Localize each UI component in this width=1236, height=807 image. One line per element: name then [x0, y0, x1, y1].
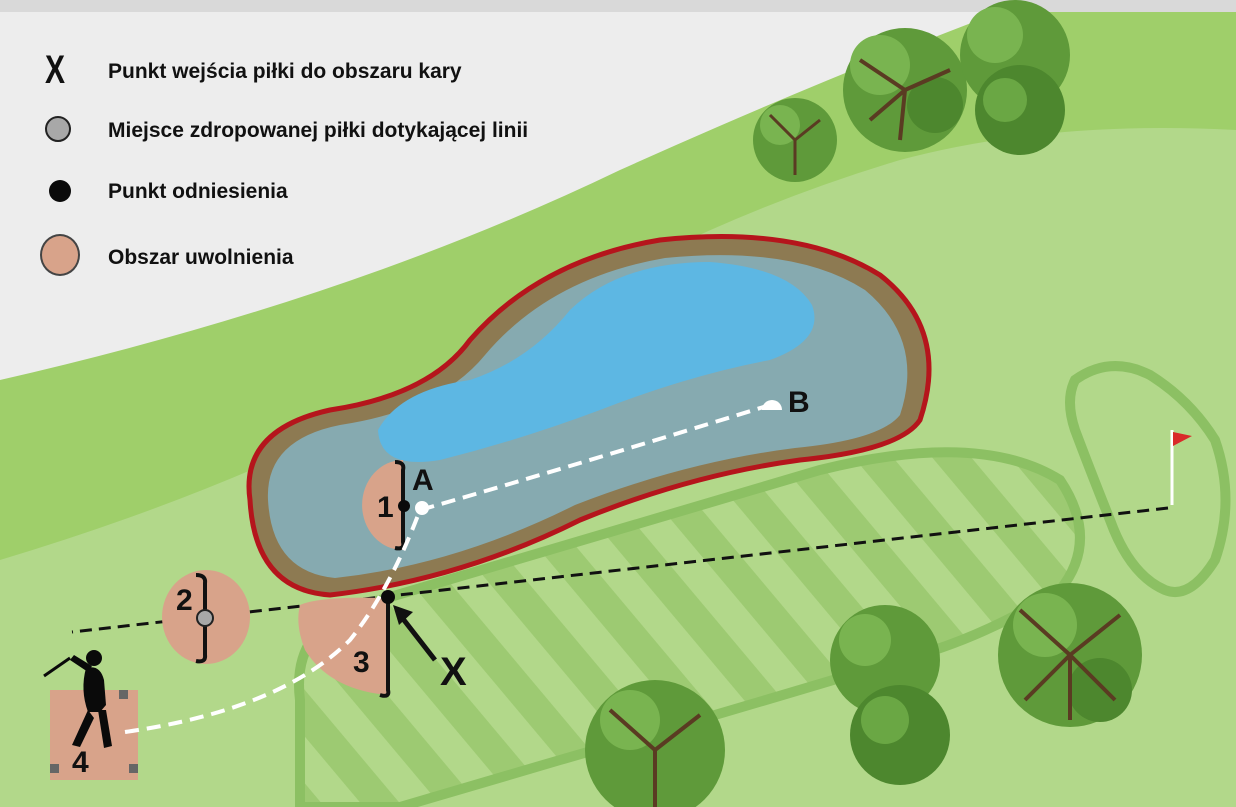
- relief-corner: [50, 764, 59, 773]
- legend-label-relief-area: Obszar uwolnienia: [108, 246, 294, 270]
- legend-label-reference-point: Punkt odniesienia: [108, 180, 288, 204]
- reference-point-1: [398, 500, 410, 512]
- legend: X Punkt wejścia piłki do obszaru kary Mi…: [0, 0, 700, 300]
- label-area-3: 3: [353, 646, 370, 679]
- ball-icon: [415, 501, 429, 515]
- tree-icon: [753, 98, 837, 182]
- legend-symbol-x: X: [45, 50, 65, 90]
- tree-icon: [998, 583, 1142, 727]
- label-area-4: 4: [72, 746, 89, 779]
- label-a: A: [412, 464, 434, 497]
- tree-icon: [843, 28, 967, 152]
- legend-label-entry-point: Punkt wejścia piłki do obszaru kary: [108, 60, 462, 84]
- relief-corner: [129, 764, 138, 773]
- legend-label-dropped-ball: Miejsce zdropowanej piłki dotykającej li…: [108, 119, 528, 143]
- relief-corner: [119, 690, 128, 699]
- black-dot-icon: [49, 180, 71, 202]
- reference-point-x: [381, 590, 395, 604]
- label-x: X: [440, 650, 467, 694]
- label-area-2: 2: [176, 584, 193, 617]
- label-area-1: 1: [377, 491, 394, 524]
- label-b: B: [788, 386, 810, 419]
- gray-circle-icon: [45, 116, 71, 142]
- dropped-ball-point: [197, 610, 213, 626]
- relief-area-icon: [40, 234, 80, 276]
